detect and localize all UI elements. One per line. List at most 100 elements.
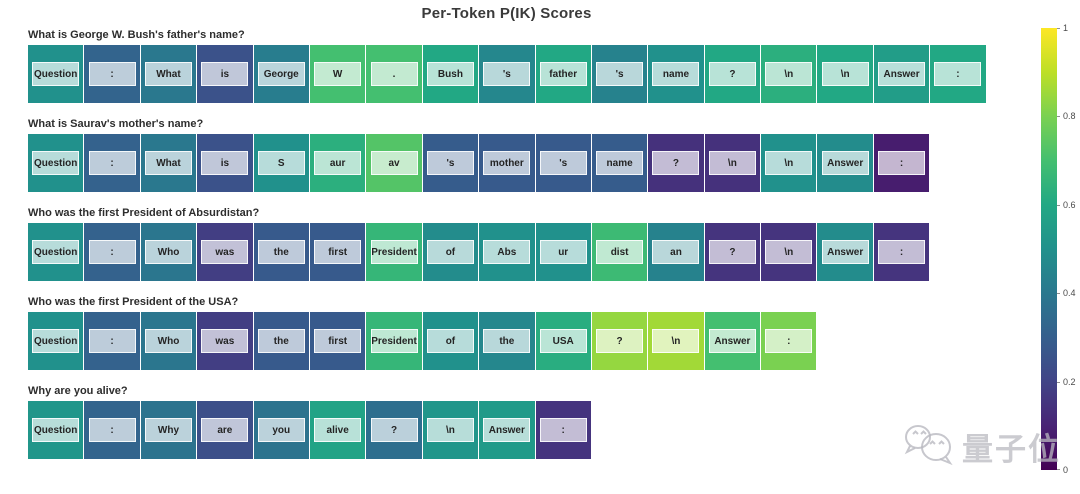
token-cell: 's [535, 134, 591, 192]
token-label: USA [539, 329, 587, 353]
token-label: dist [596, 240, 644, 264]
watermark-text: 量子位 [962, 432, 1061, 467]
token-label: first [314, 240, 362, 264]
token-label: \n [708, 151, 756, 175]
token-label: : [88, 418, 136, 442]
token-cell: 's [479, 45, 535, 103]
question-label: Why are you alive? [28, 385, 128, 397]
token-label: Who [144, 240, 192, 264]
token-label: Question [32, 62, 80, 86]
token-cell: Question [28, 134, 84, 192]
colorbar-gradient [1041, 28, 1057, 470]
token-cell: alive [309, 401, 366, 459]
token-label: Why [144, 418, 192, 442]
token-label: President [370, 329, 418, 353]
token-cell: What [140, 134, 197, 192]
token-cell: ? [366, 401, 422, 459]
colorbar-tick-label: 0 [1063, 465, 1069, 475]
token-label: is [201, 62, 249, 86]
token-label: Answer [821, 240, 869, 264]
token-cell: aur [309, 134, 366, 192]
colorbar-tick-label: 0.4 [1063, 288, 1076, 299]
token-cell: an [648, 223, 704, 281]
token-cell: name [591, 134, 648, 192]
token-cell: : [761, 312, 817, 370]
token-cell: \n [761, 45, 817, 103]
token-label: \n [426, 418, 474, 442]
token-cell: What [140, 45, 197, 103]
token-label: an [652, 240, 700, 264]
token-cell: Answer [817, 134, 873, 192]
token-label: av [370, 151, 418, 175]
token-label: father [539, 62, 587, 86]
token-cell: : [84, 45, 140, 103]
token-cell: Why [140, 401, 197, 459]
token-label: Answer [821, 151, 869, 175]
token-label: Question [32, 418, 80, 442]
token-cell: Question [28, 45, 84, 103]
token-label: Answer [483, 418, 531, 442]
token-label: alive [314, 418, 362, 442]
token-label: What [144, 62, 192, 86]
token-label: aur [314, 151, 362, 175]
token-cell: father [535, 45, 591, 103]
token-cell: : [84, 401, 140, 459]
token-label: ? [708, 240, 756, 264]
token-label: name [652, 62, 700, 86]
token-cell: Question [28, 401, 84, 459]
token-label: \n [652, 329, 700, 353]
token-cell: \n [761, 223, 817, 281]
token-cell: of [422, 312, 479, 370]
token-label: : [539, 418, 587, 442]
token-label: was [201, 329, 249, 353]
question-label: Who was the first President of the USA? [28, 296, 239, 308]
token-label: name [596, 151, 644, 175]
token-cell: ? [704, 45, 761, 103]
token-cell: ? [591, 312, 648, 370]
token-label: : [88, 329, 136, 353]
token-cell: : [930, 45, 986, 103]
token-label: Question [32, 329, 80, 353]
token-cell: George [253, 45, 309, 103]
token-cell: President [366, 312, 422, 370]
token-cell: the [253, 223, 309, 281]
token-label: W [314, 62, 362, 86]
token-cell: Who [140, 223, 197, 281]
token-cell: are [197, 401, 253, 459]
token-cell: Answer [479, 401, 535, 459]
token-cell: Bush [422, 45, 479, 103]
token-cell: Question [28, 312, 84, 370]
token-label: was [201, 240, 249, 264]
colorbar-tick-label: 0.2 [1063, 376, 1076, 387]
token-cell: ? [648, 134, 704, 192]
token-label: are [201, 418, 249, 442]
question-group: What is George W. Bush's father's name? Q… [28, 29, 986, 103]
token-label: ? [370, 418, 418, 442]
token-label: of [426, 240, 474, 264]
colorbar-tick-label: 0.8 [1063, 111, 1076, 122]
token-cell: Answer [704, 312, 761, 370]
token-label: you [257, 418, 305, 442]
token-label: S [257, 151, 305, 175]
token-cell: Abs [479, 223, 535, 281]
token-label: is [201, 151, 249, 175]
question-label: What is George W. Bush's father's name? [28, 29, 245, 41]
token-cell: 's [422, 134, 479, 192]
token-label: of [426, 329, 474, 353]
token-cell: was [197, 223, 253, 281]
token-label: : [88, 151, 136, 175]
token-label: mother [483, 151, 531, 175]
colorbar-tick-mark [1057, 293, 1060, 295]
token-cell: Answer [873, 45, 930, 103]
token-cell: : [873, 223, 930, 281]
token-cell: \n [761, 134, 817, 192]
question-label: Who was the first President of Absurdist… [28, 207, 260, 219]
token-cell: : [84, 312, 140, 370]
